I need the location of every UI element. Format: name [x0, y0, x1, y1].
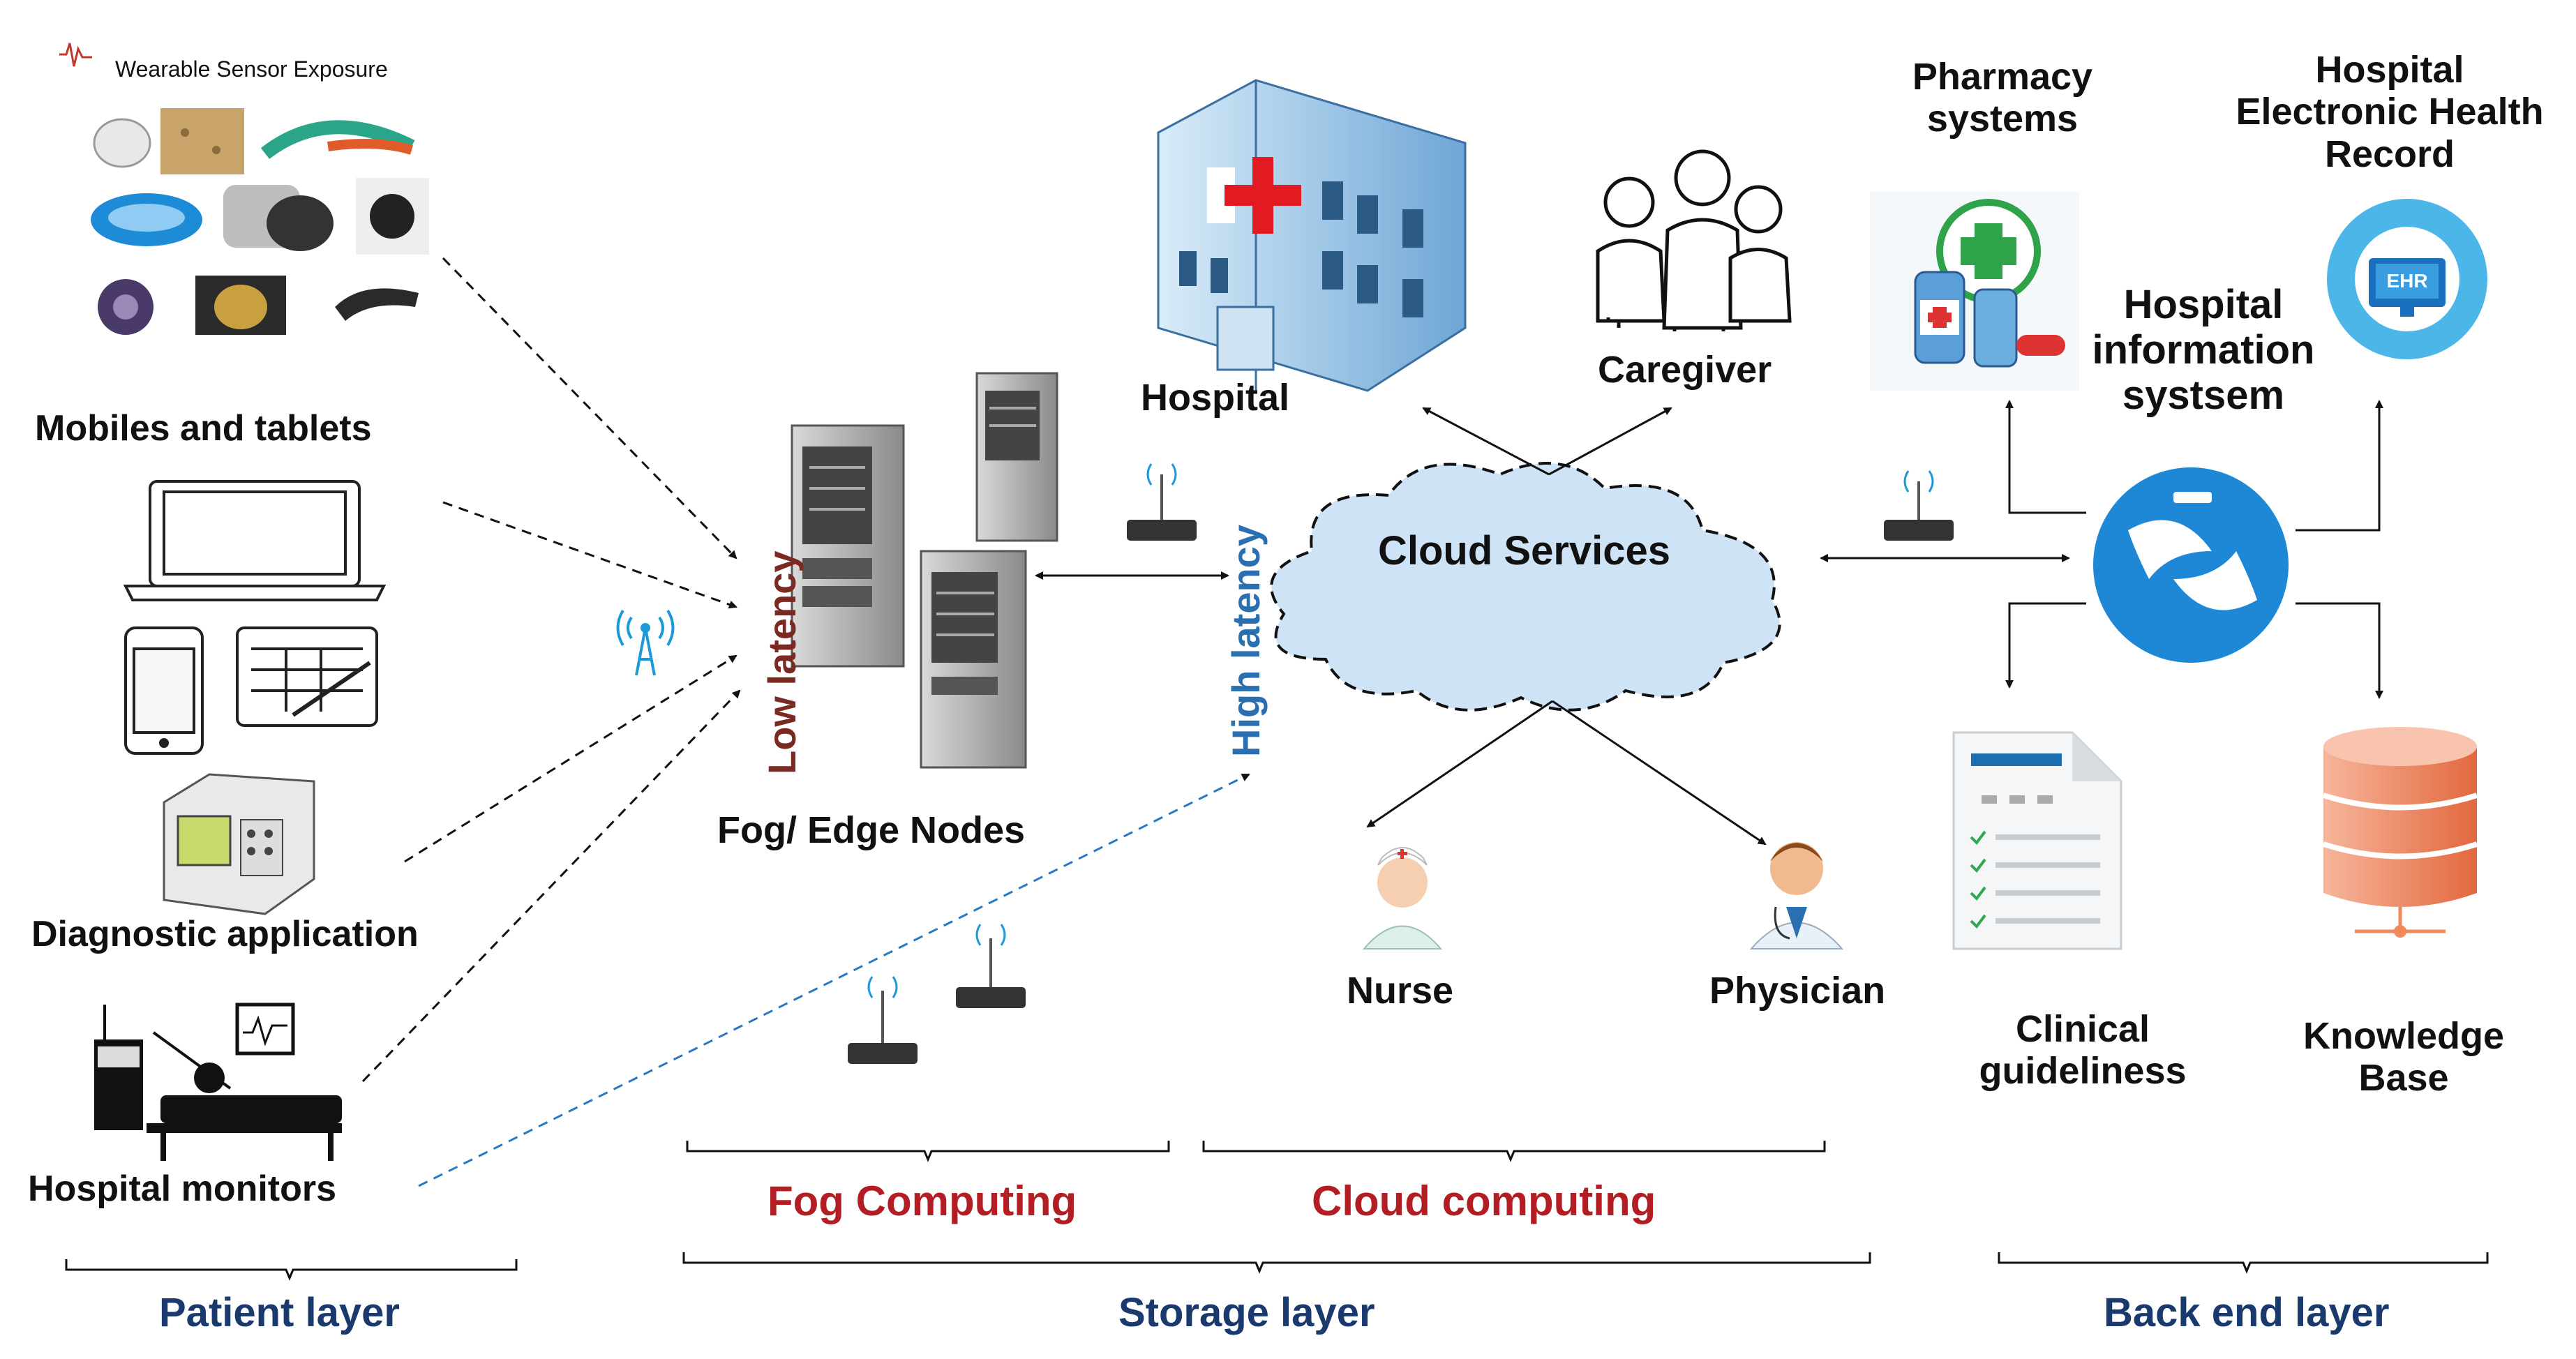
pharmacy-icon — [1870, 192, 2079, 391]
brace-storage — [682, 1252, 1871, 1274]
brace-backend — [1998, 1252, 2489, 1274]
knowledge-label: Knowledge Base — [2302, 1015, 2505, 1099]
phone-icon — [124, 626, 204, 755]
caregiver-label: Caregiver — [1598, 349, 1772, 391]
ehr-icon: EHR — [2327, 199, 2487, 359]
pharmacy-label: Pharmacy systems — [1912, 56, 2093, 140]
wearable-sensors-icon — [59, 43, 429, 335]
brace-cloud — [1202, 1141, 1826, 1162]
hospital-monitor-icon — [94, 1003, 342, 1161]
brace-fog — [686, 1141, 1170, 1162]
patient-layer-label: Patient layer — [159, 1290, 400, 1335]
router-icon-bottom-2 — [956, 924, 1026, 1008]
router-icon-bottom-1 — [848, 976, 918, 1064]
nurse-icon — [1362, 847, 1443, 949]
tablet-icon — [236, 626, 378, 727]
his-connectors — [2005, 400, 2383, 699]
knowledge-base-icon — [2322, 727, 2478, 938]
diagnostic-label: Diagnostic application — [31, 914, 419, 954]
wireless-tower-icon — [616, 609, 675, 676]
storage-layer-label: Storage layer — [1118, 1290, 1375, 1335]
ehr-badge: EHR — [2386, 270, 2427, 292]
section-braces — [65, 1141, 2489, 1281]
wearable-sensor-label: Wearable Sensor Exposure — [115, 57, 388, 82]
router-icon-fog — [1127, 463, 1197, 541]
fog-computing-label: Fog Computing — [767, 1178, 1077, 1224]
high-latency-label: High latency — [1224, 525, 1268, 757]
router-icon-backend — [1884, 470, 1954, 541]
physician-label: Physician — [1709, 970, 1886, 1012]
patient-to-fog-links — [361, 257, 741, 1083]
clinical-guideline-icon — [1952, 731, 2122, 950]
his-logo-icon — [2093, 467, 2289, 663]
fog-server-icon-3 — [920, 550, 1027, 769]
clinical-label: Clinical guideliness — [1979, 1008, 2187, 1093]
brace-patient — [65, 1259, 518, 1281]
physician-icon — [1749, 842, 1844, 949]
hospital-building-icon — [1157, 79, 1467, 392]
laptop-icon — [123, 480, 387, 601]
diagnostic-device-icon — [163, 773, 315, 915]
hospital-label: Hospital — [1141, 377, 1290, 419]
his-label: Hospital information systsem — [2092, 282, 2315, 418]
backend-layer-label: Back end layer — [2104, 1290, 2390, 1335]
cloud-services-label: Cloud Services — [1378, 528, 1671, 573]
monitors-to-cloud-link — [418, 773, 1250, 1187]
ehr-label: Hospital Electronic Health Record — [2236, 49, 2544, 175]
cloud-distribution-links — [1366, 407, 1767, 846]
fog-nodes-label: Fog/ Edge Nodes — [717, 809, 1026, 851]
mobiles-label: Mobiles and tablets — [35, 408, 372, 449]
cloud-shape — [1270, 462, 1781, 712]
cloud-computing-label: Cloud computing — [1312, 1178, 1656, 1224]
nurse-label: Nurse — [1347, 970, 1454, 1012]
monitors-label: Hospital monitors — [28, 1169, 337, 1209]
fog-server-icon-2 — [975, 372, 1058, 542]
fog-server-icon-1 — [791, 424, 905, 668]
low-latency-label: Low latency — [760, 550, 804, 774]
caregiver-icon — [1596, 149, 1792, 331]
